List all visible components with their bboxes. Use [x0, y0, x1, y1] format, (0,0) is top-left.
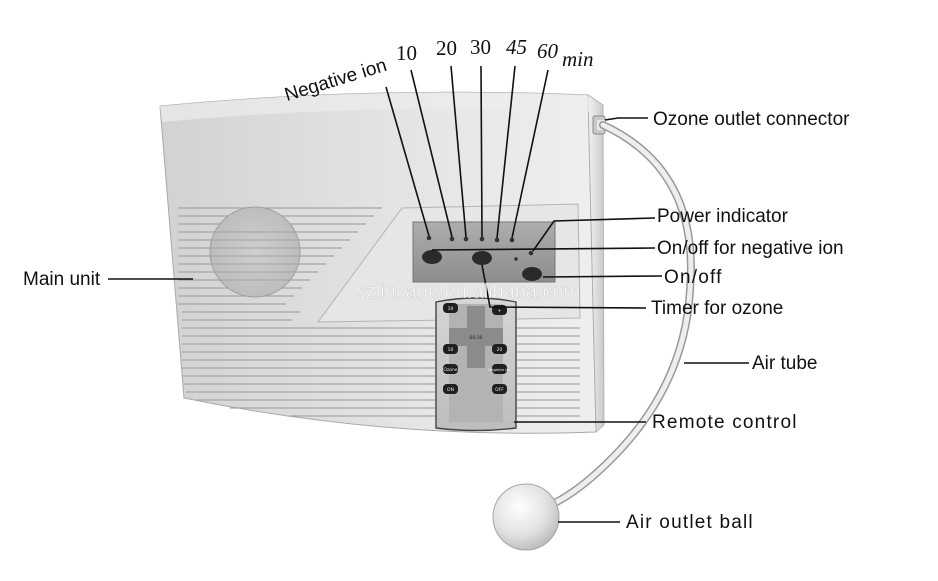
remote-key-label: OFF — [495, 387, 504, 393]
remote-key-label: Ozone — [443, 367, 458, 373]
label-timer-45: 45 — [506, 35, 527, 59]
label-timer-60: 60 — [537, 39, 558, 63]
label-timer-unit: min — [562, 47, 594, 71]
label-timer-30: 30 — [470, 35, 491, 59]
label-timer-for-ozone: Timer for ozone — [651, 298, 784, 319]
label-air-outlet-ball: Air outlet ball — [626, 512, 754, 533]
remote-key-label: 10 — [448, 347, 454, 353]
remote-key-label: Negative ion — [488, 368, 510, 372]
air-tube — [534, 121, 695, 514]
label-remote-control: Remote control — [652, 412, 798, 433]
remote-key-label: 60:30 — [470, 335, 483, 341]
remote-key-label: ON — [447, 387, 454, 393]
indicator-leds — [426, 235, 534, 261]
remote-key-label: + — [498, 308, 502, 314]
label-timer-20: 20 — [436, 36, 457, 60]
power-indicator-led — [528, 250, 534, 256]
remote-control: 10 + 60:30 10 20 Ozone Negative ion ON O… — [435, 297, 517, 432]
remote-key-label: 10 — [448, 306, 454, 312]
speaker-grille-icon — [209, 206, 301, 298]
power-button[interactable] — [522, 267, 542, 281]
watermark-text: szlinkage.en.alibaba.com — [356, 281, 581, 303]
ozone-timer-button[interactable] — [472, 251, 492, 265]
leader-lines — [108, 65, 749, 523]
remote-key-label: 20 — [497, 347, 503, 353]
label-timer-10: 10 — [396, 41, 417, 65]
label-main-unit: Main unit — [23, 269, 101, 290]
label-air-tube: Air tube — [752, 353, 818, 374]
remote-dpad-icon — [449, 306, 503, 368]
air-outlet-ball — [492, 483, 560, 551]
label-ozone-outlet-connector: Ozone outlet connector — [653, 109, 850, 130]
label-onoff: On/off — [664, 267, 723, 288]
label-power-indicator: Power indicator — [657, 206, 788, 227]
negative-ion-button[interactable] — [422, 250, 442, 264]
label-onoff-negative-ion: On/off for negative ion — [657, 238, 844, 259]
